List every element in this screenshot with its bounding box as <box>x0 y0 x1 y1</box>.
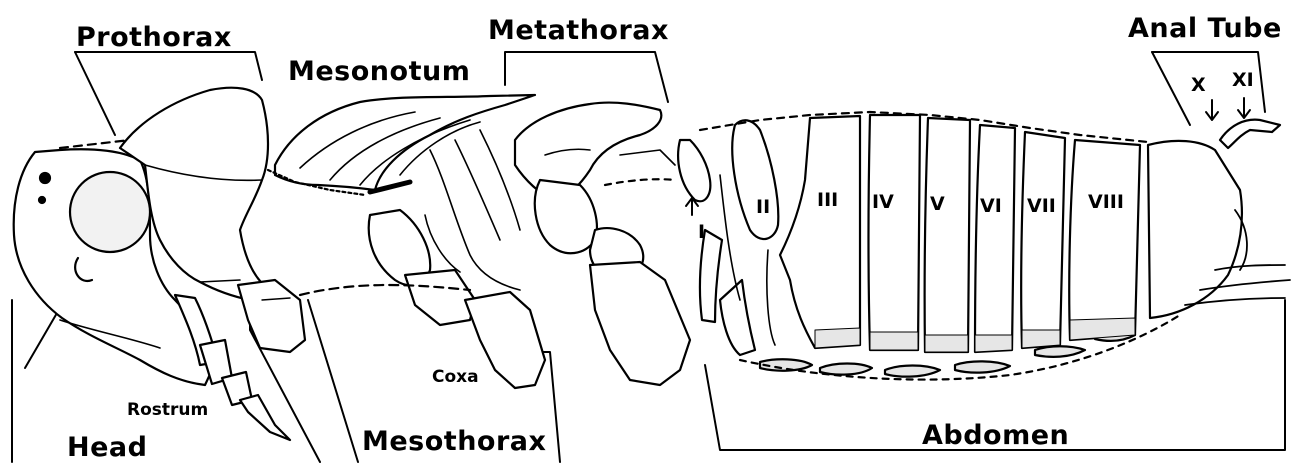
label-metathorax: Metathorax <box>488 17 669 44</box>
label-mesonotum: Mesonotum <box>288 58 470 85</box>
abdomen-segments <box>678 98 1290 380</box>
segment-label: I <box>698 221 705 243</box>
segment-label: VIII <box>1088 191 1124 213</box>
label-head: Head <box>67 434 147 461</box>
segment-label: V <box>930 193 945 215</box>
segment-label: VI <box>980 195 1002 217</box>
segment-label: X <box>1191 74 1206 96</box>
label-abdomen: Abdomen <box>922 422 1069 449</box>
label-prothorax: Prothorax <box>76 24 232 51</box>
label-coxa: Coxa <box>432 369 479 386</box>
segment-label: II <box>756 196 770 218</box>
mesonotum-wingpads <box>268 95 535 195</box>
segment-label: III <box>817 189 838 211</box>
metathorax-shape <box>515 103 690 385</box>
label-mesothorax: Mesothorax <box>362 428 546 455</box>
label-rostrum: Rostrum <box>127 402 208 419</box>
segment-label: IV <box>872 191 894 213</box>
label-anal-tube: Anal Tube <box>1128 15 1282 42</box>
segment-label: XI <box>1232 69 1254 91</box>
segment-label: VII <box>1027 195 1056 217</box>
